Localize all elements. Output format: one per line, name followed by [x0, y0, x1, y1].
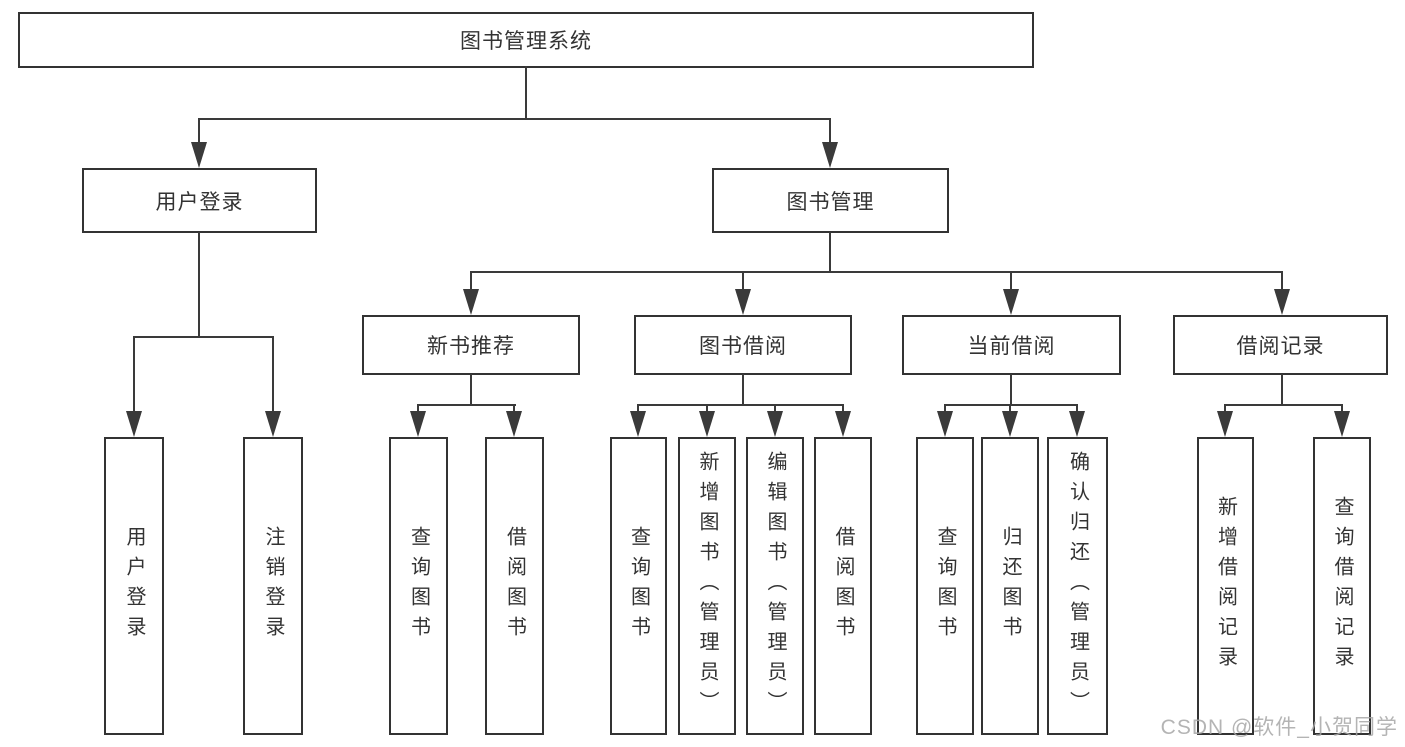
arrow-down-icon — [735, 289, 751, 315]
line — [829, 232, 831, 273]
line — [1010, 374, 1012, 406]
line — [1341, 404, 1343, 414]
line — [829, 118, 831, 146]
arrow-down-icon — [506, 411, 522, 437]
leaf-user-login-label: 用户登录 — [123, 526, 145, 646]
node-root: 图书管理系统 — [18, 12, 1034, 68]
node-book-management-label: 图书管理 — [786, 190, 875, 214]
node-root-label: 图书管理系统 — [460, 30, 592, 53]
line — [272, 336, 274, 414]
leaf-query-books-current-label: 查询图书 — [934, 526, 956, 646]
node-new-book-recommend: 新书推荐 — [362, 315, 580, 375]
arrow-down-icon — [822, 142, 838, 168]
arrow-down-icon — [699, 411, 715, 437]
line — [1281, 271, 1283, 293]
arrow-down-icon — [1069, 411, 1085, 437]
line — [1224, 404, 1343, 406]
line — [198, 232, 200, 337]
leaf-edit-book-admin-label: 编辑图书（管理员） — [764, 451, 786, 721]
node-user-login-label: 用户登录 — [155, 190, 244, 214]
line — [944, 404, 1078, 406]
line — [1281, 374, 1283, 406]
arrow-down-icon — [126, 411, 142, 437]
leaf-user-login: 用户登录 — [104, 437, 164, 735]
leaf-add-book-admin-label: 新增图书（管理员） — [696, 451, 718, 721]
leaf-confirm-return-admin: 确认归还（管理员） — [1047, 437, 1108, 735]
line — [417, 404, 419, 414]
line — [470, 374, 472, 406]
line — [1010, 271, 1012, 293]
leaf-edit-book-admin: 编辑图书（管理员） — [746, 437, 804, 735]
arrow-down-icon — [1002, 411, 1018, 437]
line — [513, 404, 515, 414]
leaf-logout-label: 注销登录 — [262, 526, 284, 646]
node-borrow-records: 借阅记录 — [1173, 315, 1388, 375]
arrow-down-icon — [1217, 411, 1233, 437]
leaf-confirm-return-admin-label: 确认归还（管理员） — [1066, 451, 1089, 721]
leaf-logout: 注销登录 — [243, 437, 303, 735]
leaf-query-books-newbooks-label: 查询图书 — [407, 526, 430, 646]
leaf-query-borrow-record: 查询借阅记录 — [1313, 437, 1371, 735]
arrow-down-icon — [630, 411, 646, 437]
arrow-down-icon — [463, 289, 479, 315]
leaf-query-books-current: 查询图书 — [916, 437, 974, 735]
leaf-query-borrow-record-label: 查询借阅记录 — [1331, 496, 1353, 676]
arrow-down-icon — [265, 411, 281, 437]
line — [742, 271, 744, 293]
line — [742, 374, 744, 406]
leaf-add-borrow-record: 新增借阅记录 — [1197, 437, 1254, 735]
line — [637, 404, 844, 406]
node-book-borrow: 图书借阅 — [634, 315, 852, 375]
arrow-down-icon — [1334, 411, 1350, 437]
arrow-down-icon — [1274, 289, 1290, 315]
arrow-down-icon — [835, 411, 851, 437]
arrow-down-icon — [410, 411, 426, 437]
line — [637, 404, 639, 414]
arrow-down-icon — [191, 142, 207, 168]
line — [133, 336, 135, 414]
leaf-query-books-borrow-label: 查询图书 — [627, 526, 650, 646]
node-current-borrow-label: 当前借阅 — [967, 335, 1056, 358]
node-book-borrow-label: 图书借阅 — [699, 335, 787, 358]
line — [842, 404, 844, 414]
leaf-borrow-books-borrow: 借阅图书 — [814, 437, 872, 735]
arrow-down-icon — [937, 411, 953, 437]
leaf-borrow-books-newbooks: 借阅图书 — [485, 437, 544, 735]
node-new-book-recommend-label: 新书推荐 — [427, 335, 515, 358]
node-borrow-records-label: 借阅记录 — [1236, 335, 1325, 358]
leaf-query-books-newbooks: 查询图书 — [389, 437, 448, 735]
line — [774, 404, 776, 414]
leaf-add-borrow-record-label: 新增借阅记录 — [1214, 496, 1237, 676]
node-current-borrow: 当前借阅 — [902, 315, 1121, 375]
line — [525, 66, 527, 120]
leaf-add-book-admin: 新增图书（管理员） — [678, 437, 736, 735]
line — [1076, 404, 1078, 414]
line — [944, 404, 946, 414]
leaf-borrow-books-newbooks-label: 借阅图书 — [503, 526, 526, 646]
line — [1224, 404, 1226, 414]
line — [198, 118, 831, 120]
leaf-return-book: 归还图书 — [981, 437, 1039, 735]
leaf-query-books-borrow: 查询图书 — [610, 437, 667, 735]
line — [706, 404, 708, 414]
node-book-management: 图书管理 — [712, 168, 949, 233]
arrow-down-icon — [767, 411, 783, 437]
line — [198, 118, 200, 146]
csdn-watermark: CSDN @软件_小贺同学 — [1160, 716, 1398, 739]
line — [470, 271, 1282, 273]
arrow-down-icon — [1003, 289, 1019, 315]
leaf-return-book-label: 归还图书 — [999, 526, 1021, 646]
leaf-borrow-books-borrow-label: 借阅图书 — [832, 526, 854, 646]
node-user-login: 用户登录 — [82, 168, 317, 233]
line — [417, 404, 516, 406]
line — [470, 271, 472, 293]
line — [133, 336, 274, 338]
line — [1009, 404, 1011, 414]
